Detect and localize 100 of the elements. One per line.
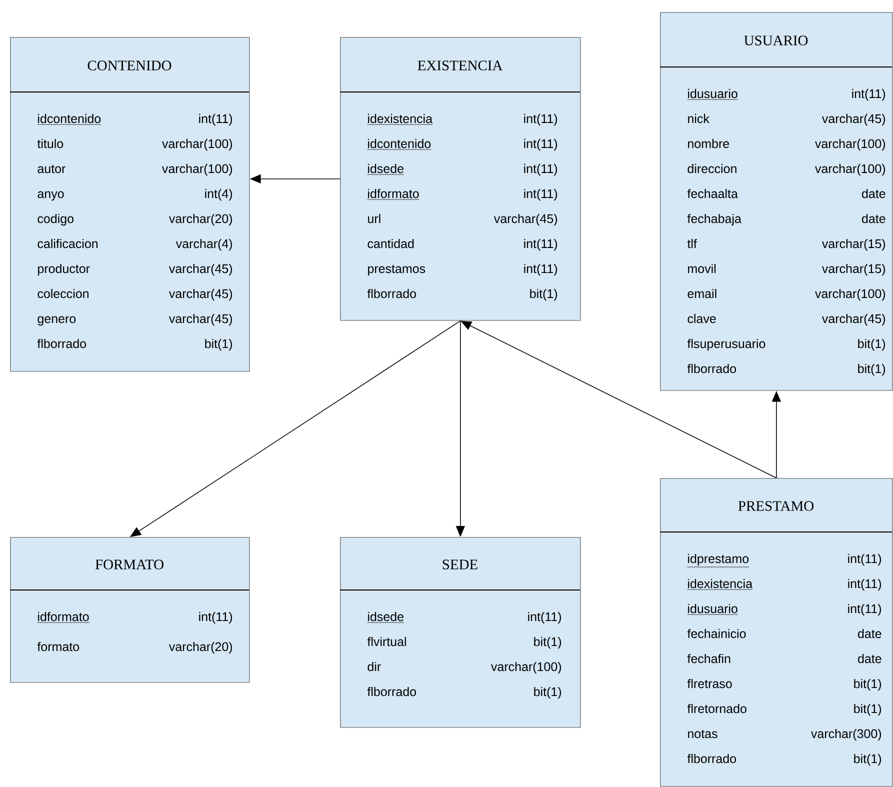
field-name: nombre <box>688 138 730 148</box>
field-name: flborrado <box>687 364 736 374</box>
field-type: date <box>862 188 886 198</box>
field-name: titulo <box>37 138 64 148</box>
field-name: idexistencia <box>687 578 753 590</box>
table-box <box>340 37 581 321</box>
field-type: int(11) <box>848 604 882 616</box>
field-type: varchar(45) <box>822 114 886 126</box>
field-type: bit(1) <box>854 678 882 691</box>
field-type: varchar(45) <box>494 214 558 226</box>
field-name: movil <box>688 264 716 274</box>
field-name: nick <box>688 114 710 124</box>
field-name: email <box>688 288 716 298</box>
field-type: varchar(100) <box>162 138 232 151</box>
field-name: fechabaja <box>687 214 742 226</box>
field-name: idsede <box>367 612 404 623</box>
field-name: url <box>368 214 380 224</box>
field-type: varchar(45) <box>168 314 232 326</box>
field-type: int(11) <box>524 114 558 126</box>
field-type: bit(1) <box>858 338 886 351</box>
field-type: int(11) <box>848 578 882 591</box>
field-name: flsuperusuario <box>687 338 766 351</box>
field-type: varchar(15) <box>822 264 886 276</box>
field-type: varchar(20) <box>168 642 232 654</box>
field-name: flretornado <box>687 704 746 714</box>
field-type: varchar(45) <box>168 264 232 276</box>
field-type: varchar(100) <box>162 164 232 176</box>
field-name: flvirtual <box>367 636 406 646</box>
field-name: idusuario <box>687 604 738 615</box>
field-type: int(4) <box>205 188 232 201</box>
table-title: CONTENIDO <box>88 60 172 70</box>
field-name: tlf <box>687 238 697 248</box>
field-type: int(11) <box>524 164 558 176</box>
field-type: varchar(100) <box>815 288 886 301</box>
field-name: idcontenido <box>37 114 102 125</box>
field-type: int(11) <box>524 188 558 201</box>
table-box <box>660 12 893 391</box>
field-name: flborrado <box>37 338 86 348</box>
field-name: clave <box>688 314 716 324</box>
field-type: bit(1) <box>854 754 882 766</box>
field-name: notas <box>688 730 718 738</box>
field-name: idprestamo <box>687 554 750 568</box>
field-name: genero <box>38 316 76 326</box>
field-name: productor <box>38 264 90 276</box>
field-type: date <box>858 654 882 664</box>
field-type: date <box>862 214 886 224</box>
field-name: formato <box>37 642 80 652</box>
field-name: fechainicio <box>687 628 746 638</box>
field-type: varchar(100) <box>815 138 886 151</box>
field-name: anyo <box>38 191 64 201</box>
table-title: FORMATO <box>95 560 164 570</box>
field-name: flborrado <box>367 288 416 298</box>
table-box <box>10 37 250 372</box>
field-name: idcontenido <box>367 138 432 150</box>
field-type: varchar(4) <box>176 238 232 251</box>
field-type: bit(1) <box>530 288 558 301</box>
field-type: varchar(100) <box>491 662 562 674</box>
table-title: EXISTENCIA <box>418 60 503 70</box>
field-type: bit(1) <box>534 636 562 649</box>
table-box <box>10 537 250 683</box>
field-name: codigo <box>38 214 74 226</box>
field-type: int(11) <box>199 114 232 126</box>
field-name: idusuario <box>687 88 738 100</box>
field-name: direccion <box>688 164 736 174</box>
field-type: bit(1) <box>854 704 882 716</box>
field-type: int(11) <box>528 612 562 624</box>
field-name: fechafin <box>687 654 730 664</box>
field-type: date <box>858 628 882 638</box>
field-type: bit(1) <box>534 686 562 699</box>
field-name: flborrado <box>367 686 416 696</box>
table-title: USUARIO <box>744 36 808 46</box>
field-name: calificacion <box>38 238 98 248</box>
field-type: varchar(15) <box>822 238 886 251</box>
field-name: idformato <box>37 612 90 623</box>
table-box <box>660 478 893 787</box>
field-type: varchar(45) <box>168 288 232 301</box>
field-type: int(11) <box>852 88 886 101</box>
field-type: bit(1) <box>205 338 232 351</box>
field-type: varchar(300) <box>811 728 882 741</box>
field-name: coleccion <box>38 288 88 298</box>
field-name: flretraso <box>687 678 732 688</box>
field-type: int(11) <box>524 264 558 276</box>
field-name: idsede <box>367 164 404 175</box>
field-name: fechaalta <box>687 188 738 198</box>
field-name: idexistencia <box>367 114 433 125</box>
field-name: cantidad <box>368 238 414 248</box>
table-title: PRESTAMO <box>738 501 814 511</box>
field-name: dir <box>368 662 381 672</box>
field-type: varchar(20) <box>168 214 232 226</box>
field-name: flborrado <box>687 754 736 764</box>
field-type: bit(1) <box>858 364 886 376</box>
field-name: autor <box>38 164 66 174</box>
field-type: varchar(45) <box>822 314 886 326</box>
field-name: idformato <box>367 188 420 200</box>
field-name: prestamos <box>368 264 426 276</box>
table-box <box>340 537 581 728</box>
field-type: int(11) <box>524 238 558 251</box>
field-type: int(11) <box>524 138 558 151</box>
field-type: int(11) <box>199 612 232 624</box>
field-type: int(11) <box>848 554 882 566</box>
